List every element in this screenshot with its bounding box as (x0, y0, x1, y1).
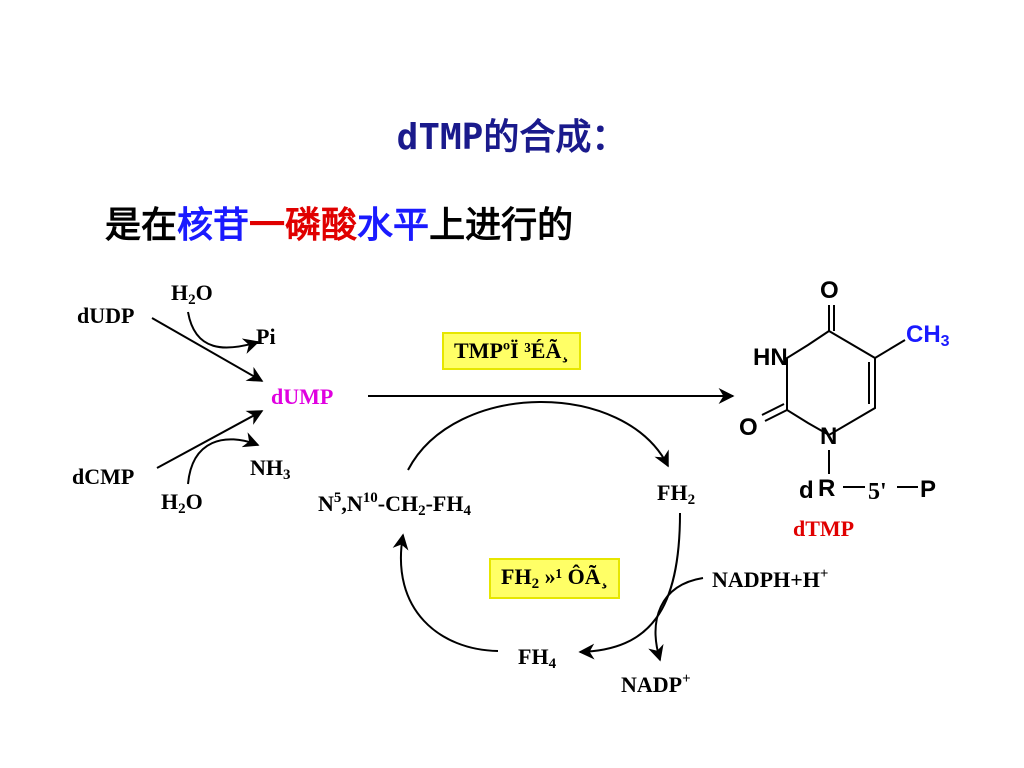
h2o-top-label: H2O (171, 280, 213, 309)
enzyme2-main: FH (501, 564, 532, 589)
enzyme-box-thymidylate-synthase: TMPºÏ ³ÉÃ¸ (442, 332, 581, 370)
methylene-sub4: 4 (463, 503, 472, 519)
dump-label: dUMP (271, 384, 334, 409)
enzyme2-sub: 2 (531, 576, 540, 592)
bond-ch3 (874, 339, 906, 359)
nh3-label: NH3 (250, 455, 291, 484)
methylene-n: N (318, 491, 334, 516)
atom-o-left: O (739, 414, 758, 441)
methylene-sub2: 2 (418, 503, 426, 519)
subtitle-part3: 一磷酸 (249, 205, 358, 246)
fh2-main: FH (657, 480, 688, 505)
fh2-label: FH2 (657, 480, 695, 509)
h2o-bot-o: O (185, 489, 203, 514)
atom-n: N (820, 423, 838, 450)
methylene-mid: ,N (341, 491, 363, 516)
fh4-sub: 4 (548, 656, 557, 672)
arrow-dcmp-to-dump (156, 410, 264, 469)
h2o-bot-sub: 2 (178, 501, 186, 517)
h2o-top-sub: 2 (188, 292, 196, 308)
subtitle: 是在核苷一磷酸水平上进行的 (105, 196, 573, 248)
arrow-h2o-to-pi (187, 311, 260, 354)
subtitle-part2: 核苷 (177, 205, 250, 246)
methylene-ch: -CH (377, 491, 419, 516)
h2o-top-h: H (171, 280, 189, 305)
subtitle-part5: 上进行的 (429, 205, 574, 246)
dcmp-label: dCMP (72, 464, 135, 489)
fh2-sub: 2 (687, 492, 696, 508)
fh4-label: FH4 (518, 644, 556, 673)
arrow-h2o-to-nh3 (187, 432, 260, 485)
bond-c-o-left (764, 409, 788, 422)
methylene-sup5: 5 (333, 490, 342, 506)
fh4-main: FH (518, 644, 549, 669)
nadp-main: NADP (621, 672, 683, 697)
dtmp-label: dTMP (793, 516, 855, 541)
arrow-nadph-to-nadp (648, 577, 704, 662)
h2o-bottom-label: H2O (161, 489, 203, 518)
h2o-bot-h: H (161, 489, 179, 514)
arrow-fh4-to-methylene (392, 533, 499, 652)
subtitle-part4: 水平 (357, 205, 430, 246)
atom-o-top: O (820, 277, 839, 304)
pi-label: Pi (256, 324, 276, 349)
enzyme2-rest: »¹ Ô­Ã¸ (539, 564, 608, 589)
methylene-fh: -FH (425, 491, 464, 516)
bond-c-o-left-2 (761, 403, 785, 416)
dudp-label: dUDP (77, 303, 135, 328)
atom-d: d (799, 477, 814, 504)
h2o-top-o: O (195, 280, 213, 305)
pyrimidine-ring (786, 330, 876, 437)
nadph-main: NADPH+H (712, 567, 820, 592)
subtitle-part1: 是在 (105, 205, 178, 246)
ch3-main: CH (906, 321, 941, 348)
atom-5prime: 5' (868, 479, 887, 505)
atom-hn: HN (753, 344, 788, 371)
arrow-dudp-to-dump (151, 317, 264, 382)
nadph-label: NADPH+H+ (712, 566, 828, 593)
atom-p: P (920, 476, 937, 503)
nh3-main: NH (250, 455, 283, 480)
methylene-sup10: 10 (362, 490, 378, 506)
methylene-fh4-label: N5,N10-CH2-FH4 (318, 490, 471, 520)
page-title: dTMP的合成： (396, 117, 628, 158)
ch3-sub: 3 (940, 333, 950, 350)
arrow-methylene-to-fh2 (407, 401, 669, 471)
atom-ch3: CH3 (906, 321, 950, 351)
atom-r: R (818, 475, 836, 502)
nadph-sup: + (819, 566, 829, 582)
nadp-sup: + (682, 671, 691, 687)
enzyme-box-dhfr: FH2 »¹ Ô­Ã¸ (489, 558, 620, 599)
nh3-sub: 3 (283, 467, 291, 483)
nadp-label: NADP+ (621, 671, 691, 698)
